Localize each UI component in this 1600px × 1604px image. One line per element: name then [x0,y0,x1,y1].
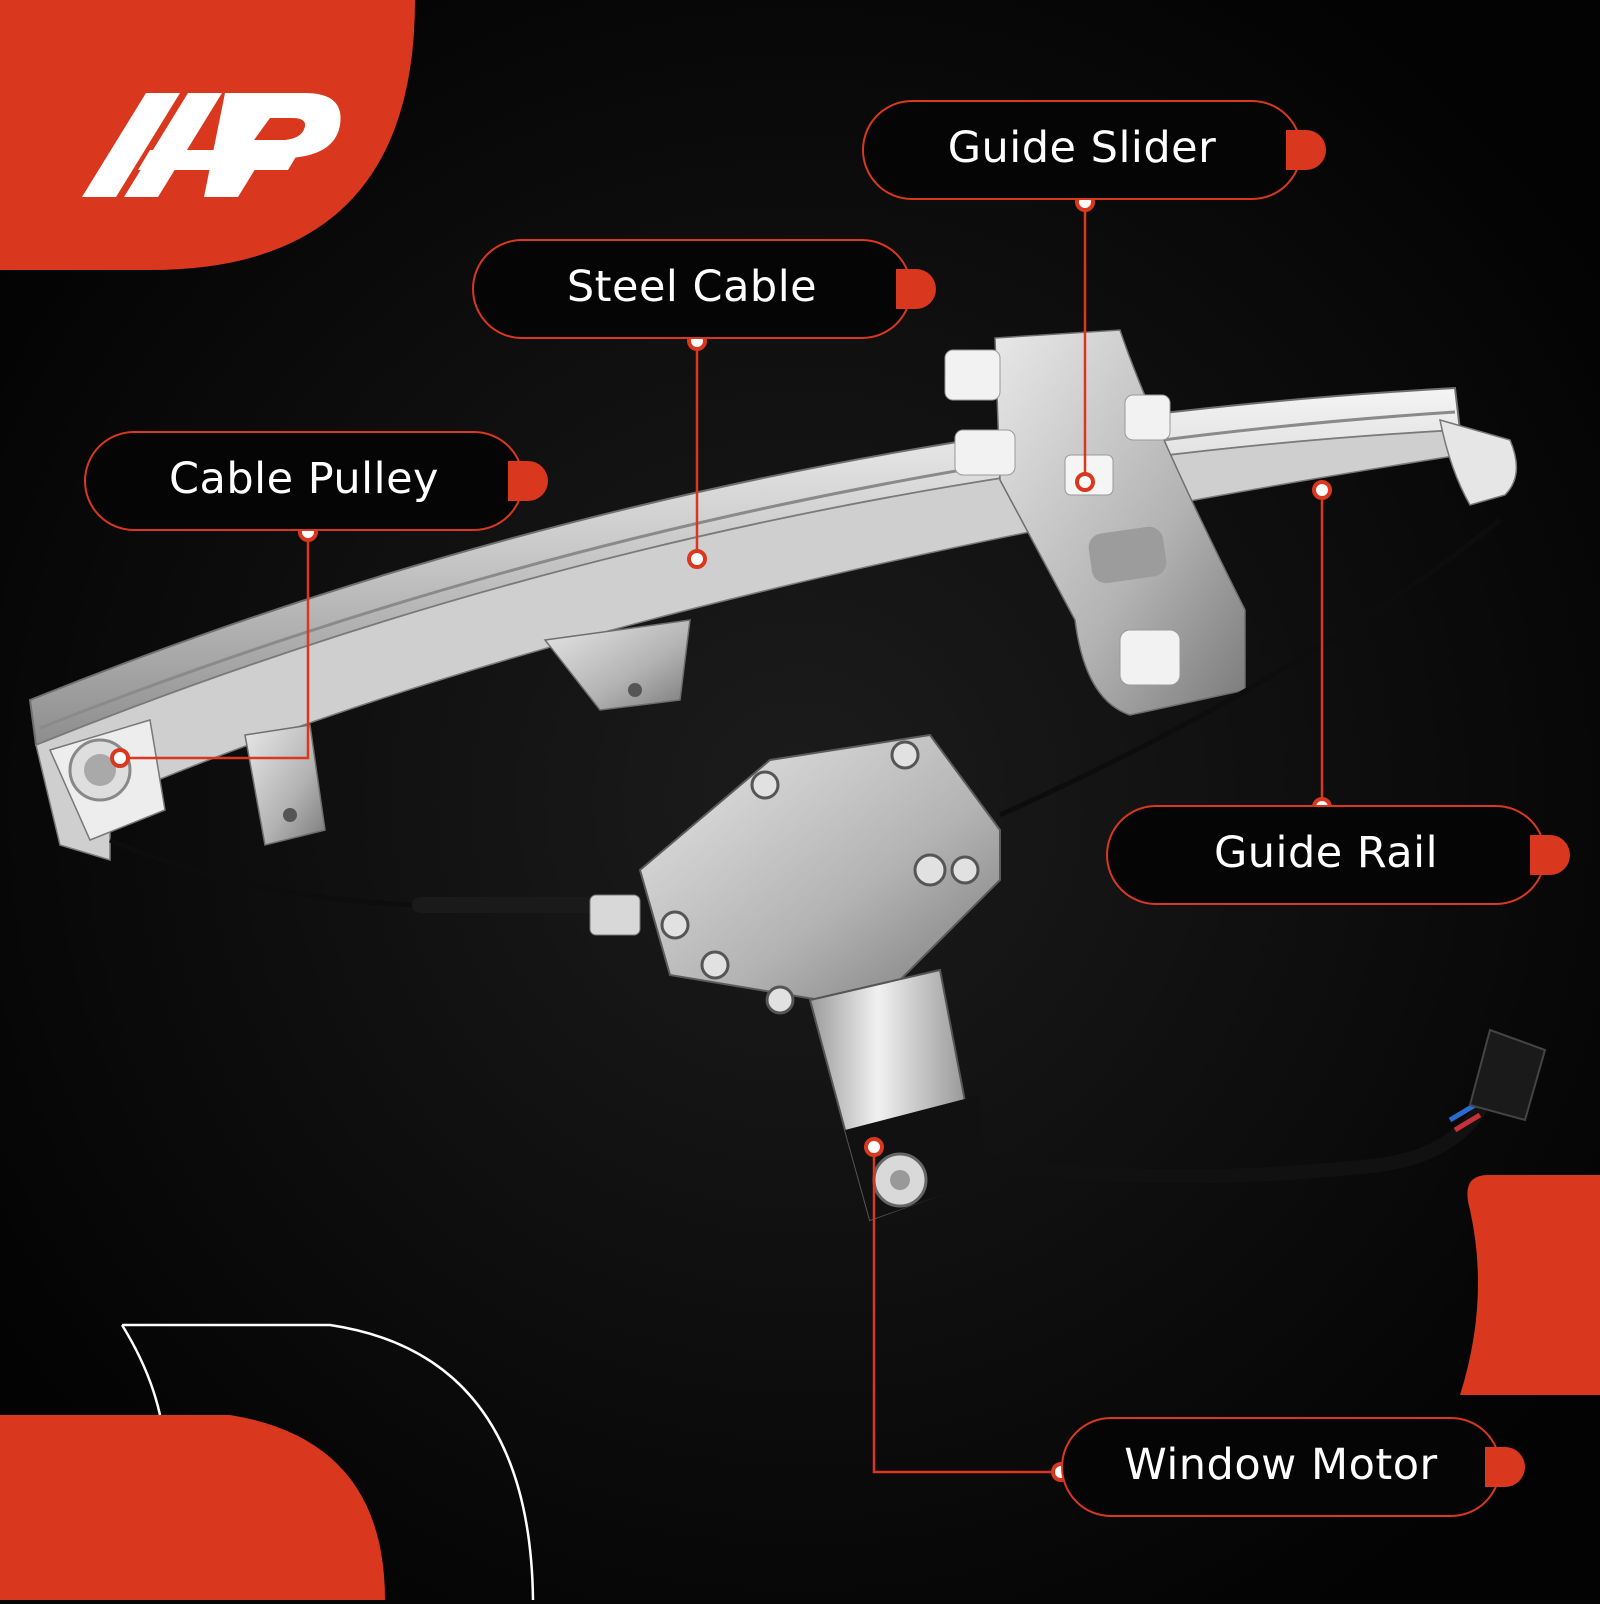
guide-rail [28,386,1518,862]
callout-cable-pulley: Cable Pulley [84,431,548,531]
callout-tab [1530,835,1570,875]
corner-accent-top-left [0,0,415,270]
corner-accent-right [1460,1175,1600,1395]
callout-leaders [120,202,1324,1474]
a-premium-logo-icon [82,93,341,197]
steel-cable [109,518,1502,913]
callout-label: Steel Cable [566,262,818,312]
callout-label: Guide Slider [947,123,1217,173]
guide-slider [944,329,1246,716]
callout-tab [1485,1447,1525,1487]
connector-plug [1468,1028,1547,1122]
callout-guide-rail: Guide Rail [1106,805,1570,905]
callout-tab [508,461,548,501]
callout-label: Window Motor [1124,1440,1438,1490]
callout-tab [896,269,936,309]
decorative-curve-tail [120,1324,162,1416]
window-motor-assembly [589,733,1547,1222]
callout-guide-slider: Guide Slider [862,100,1326,200]
decorative-curve [122,1323,535,1601]
callout-window-motor: Window Motor [1061,1417,1525,1517]
callout-steel-cable: Steel Cable [472,239,936,339]
callout-label: Cable Pulley [169,454,439,504]
callout-tab [1286,130,1326,170]
corner-accent-bottom-left [0,1415,385,1600]
callout-label: Guide Rail [1213,828,1439,878]
